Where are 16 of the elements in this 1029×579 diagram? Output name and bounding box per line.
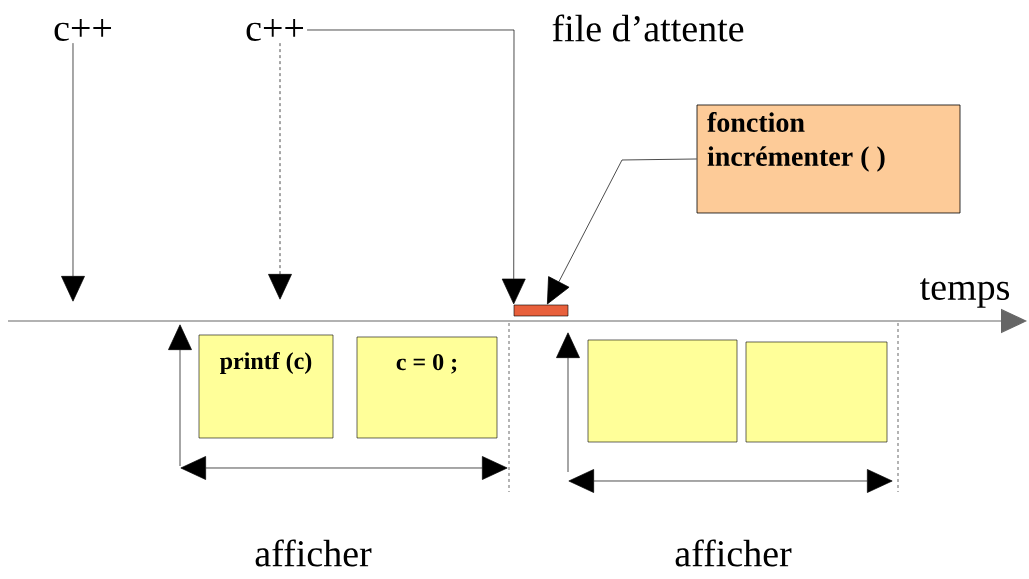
instruction-box: c = 0 ; — [356, 336, 498, 439]
arrow — [268, 42, 292, 300]
callout-box: fonction incrémenter ( ) — [696, 104, 961, 214]
queue-bar — [513, 304, 569, 317]
caption-label: afficher — [675, 539, 792, 567]
event-label: c++ — [246, 19, 303, 41]
axis-label: temps — [920, 278, 1010, 308]
arrow — [61, 42, 85, 302]
arrow — [306, 29, 526, 305]
arrow — [547, 158, 697, 305]
caption-label: afficher — [255, 539, 372, 567]
queue-label: file d’attente — [552, 14, 744, 42]
event-label: c++ — [54, 19, 111, 41]
instruction-box — [745, 341, 888, 443]
instruction-box — [587, 339, 738, 443]
instruction-box: printf (c) — [198, 334, 334, 439]
